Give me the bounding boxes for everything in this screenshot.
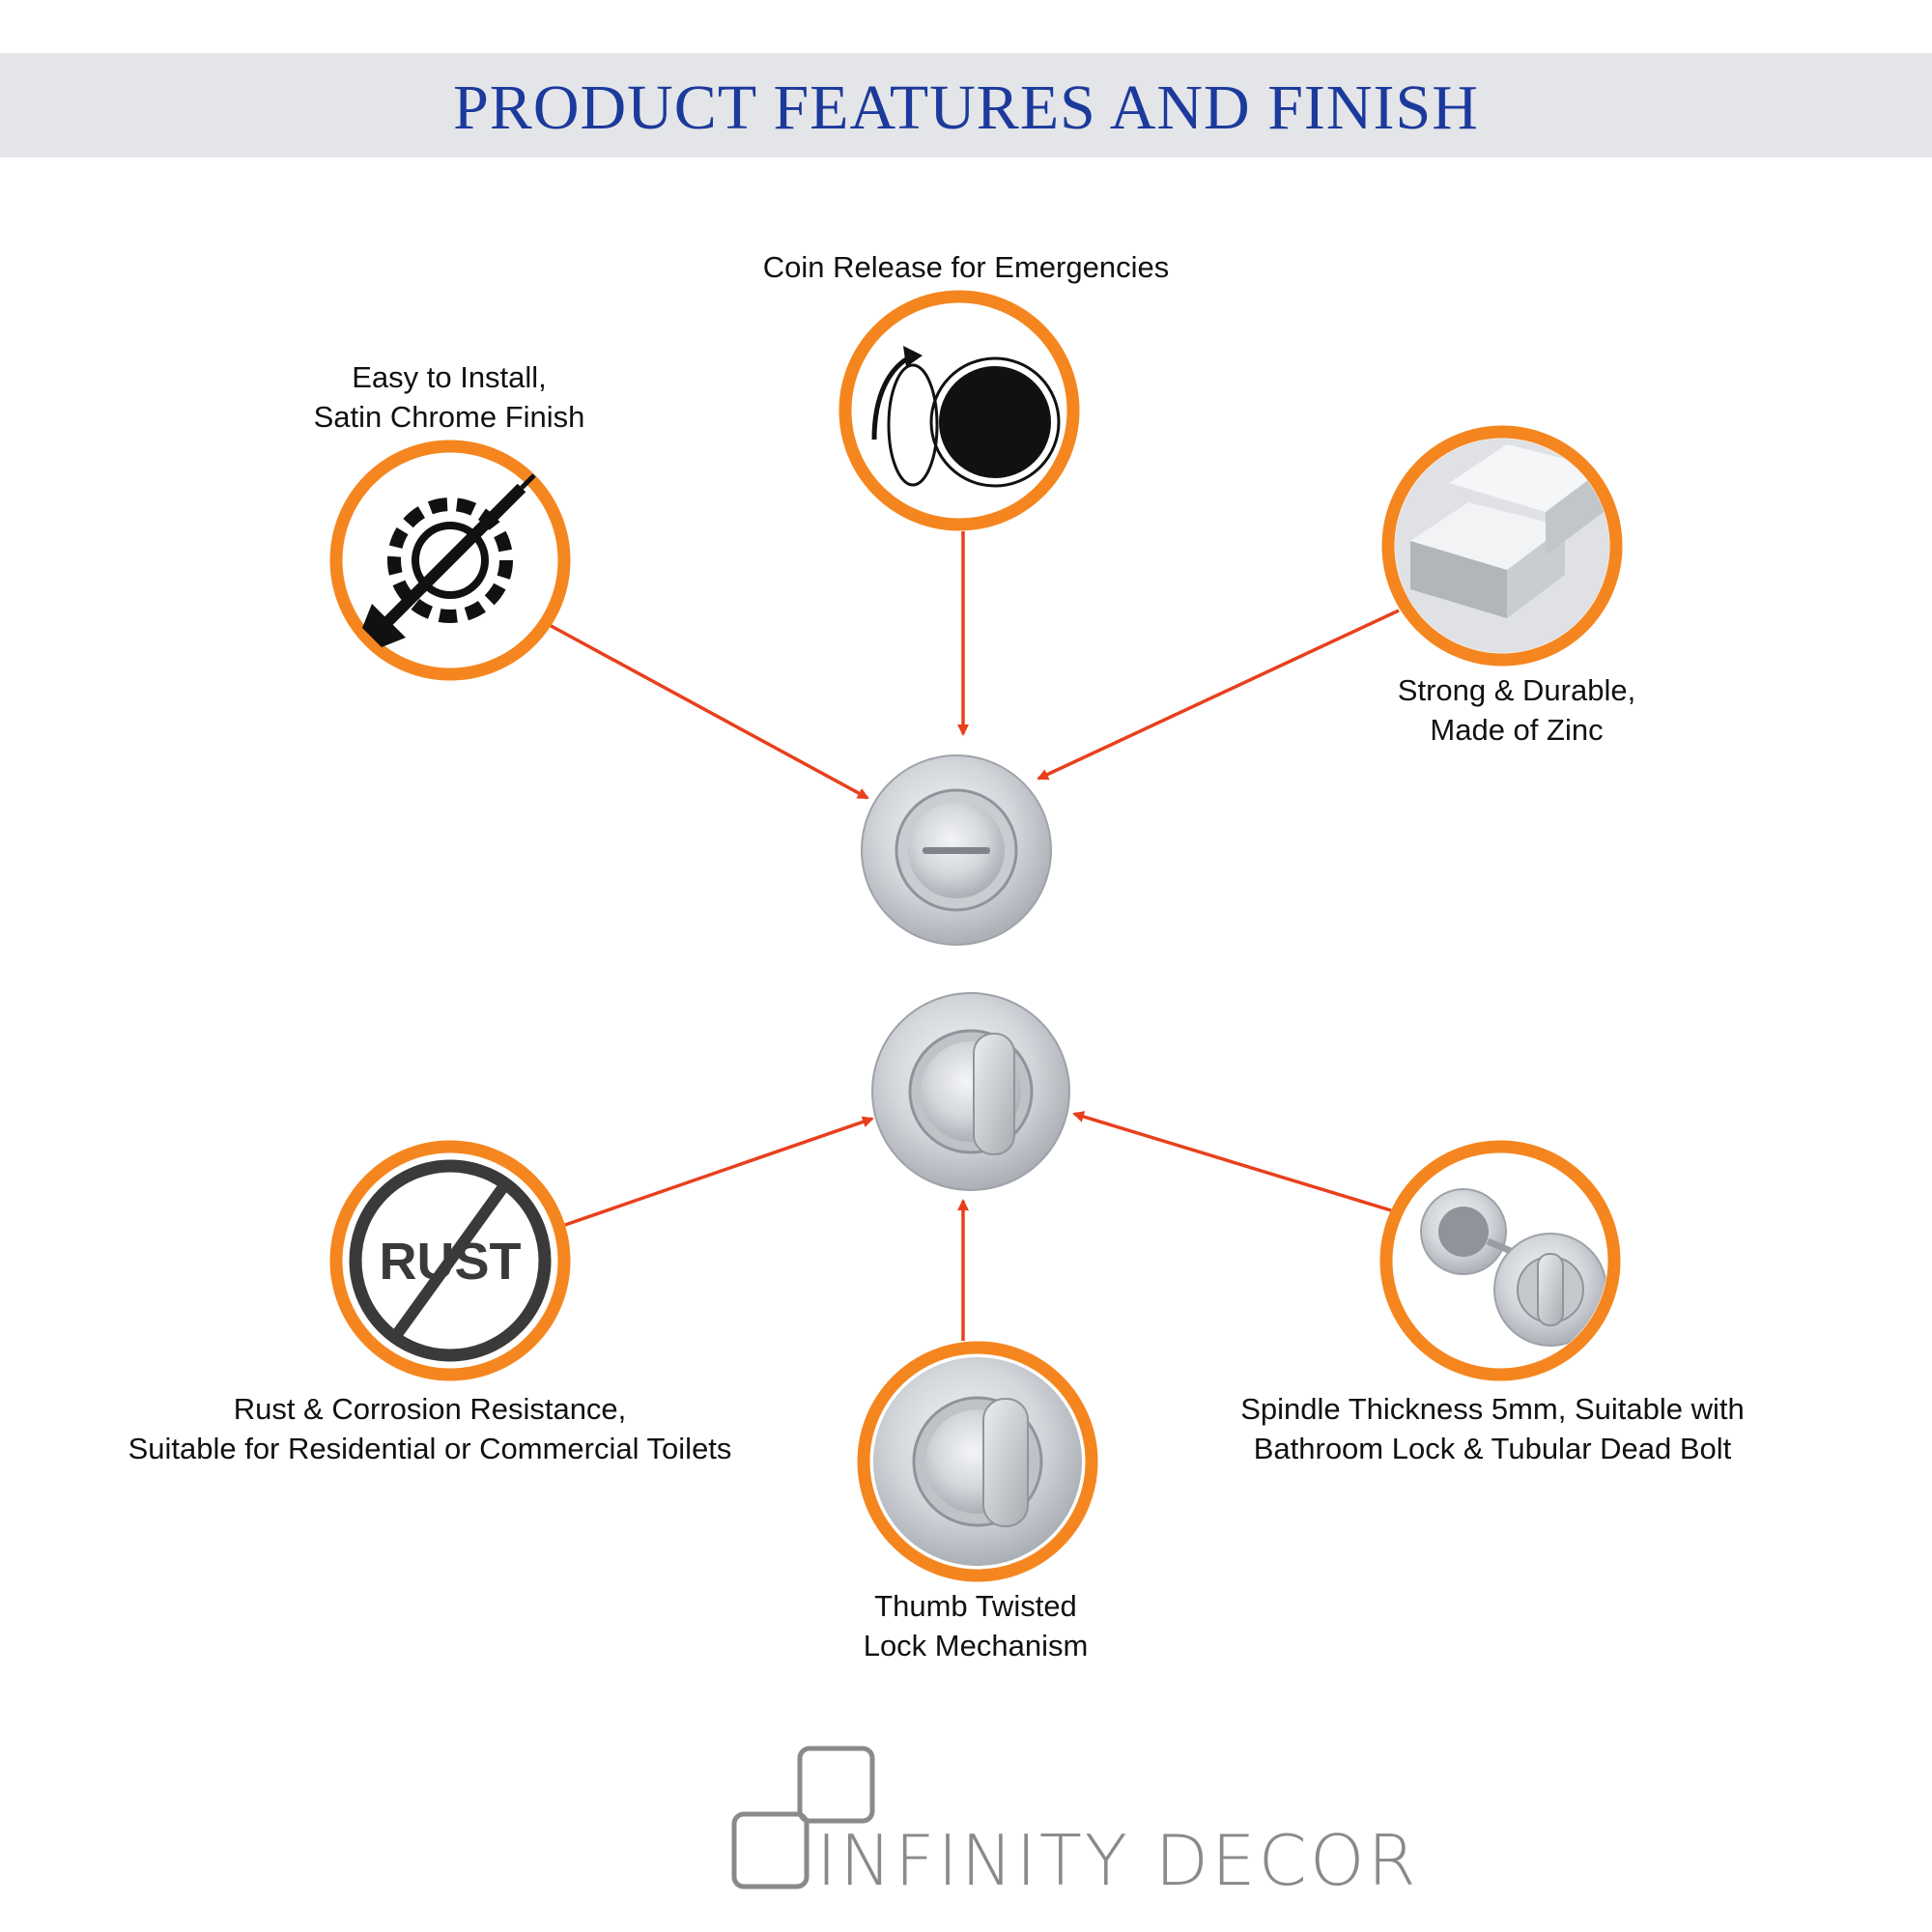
zinc-ingots-icon [1381,425,1623,667]
feature-label-install: Easy to Install, Satin Chrome Finish [313,360,585,434]
rust-icon-text: RUST [379,1233,522,1291]
spindle-lock-icon [1379,1140,1621,1381]
header-banner: PRODUCT FEATURES AND FINISH [0,53,1932,157]
feature-label-spindle: Spindle Thickness 5mm, Suitable with Bat… [1240,1392,1745,1465]
brand-logo-text: INFINITY DECOR [816,1820,1419,1901]
feature-label-rust: Rust & Corrosion Resistance, Suitable fo… [128,1392,732,1465]
brand-logo-mark [731,1746,875,1889]
thumb-turn-icon [857,1341,1098,1582]
arrow-rust [564,1116,874,1227]
feature-label-coin-release: Coin Release for Emergencies [762,250,1170,284]
arrow-zinc [1037,609,1400,781]
no-rust-icon [329,1140,571,1381]
product-coin-side [861,754,1052,946]
page-title: PRODUCT FEATURES AND FINISH [453,72,1479,143]
screwdriver-gear-icon [329,440,571,681]
product-thumb-side [871,992,1070,1191]
arrow-spindle [1072,1111,1392,1212]
arrow-install [545,621,869,800]
feature-label-thumb-turn: Thumb Twisted Lock Mechanism [863,1589,1089,1662]
feature-label-zinc: Strong & Durable, Made of Zinc [1397,673,1636,747]
arrows [545,531,1400,1341]
coin-release-icon [838,290,1080,531]
